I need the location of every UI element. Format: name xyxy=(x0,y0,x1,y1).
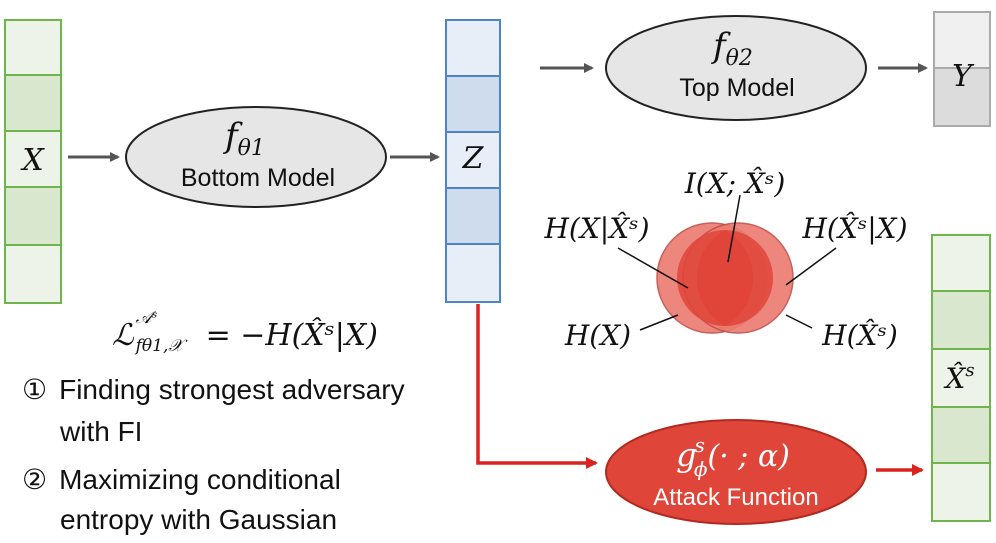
step-2-line1: Maximizing conditional xyxy=(59,464,341,495)
loss-rhs: = −H(X̂ˢ|X) xyxy=(205,318,378,353)
input-x-stack: X xyxy=(4,19,62,304)
venn-diagram: I(X; X̂ˢ) H(X|X̂ˢ) H(X̂ˢ|X) H(X) H(X̂ˢ) xyxy=(544,167,908,352)
venn-h-xhat-given: H(X̂ˢ|X) xyxy=(802,212,908,245)
venn-intersection xyxy=(677,230,773,326)
venn-h-x-given: H(X|X̂ˢ) xyxy=(544,212,650,245)
step-2-cont: entropy with Gaussian xyxy=(60,500,337,540)
latent-z-stack: Z xyxy=(445,19,501,303)
bottom-model-label: Bottom Model xyxy=(181,164,335,192)
step-2: ② Maximizing conditional xyxy=(22,460,341,500)
venn-h-xhat: H(X̂ˢ) xyxy=(821,319,898,352)
attack-label: Attack Function xyxy=(653,484,818,511)
step-1-line2: with FI xyxy=(60,416,143,447)
recon-xhat-stack: X̂s xyxy=(931,234,991,522)
recon-xhat-label: X̂s xyxy=(943,360,974,395)
arrow-z-to-attack xyxy=(476,304,598,469)
output-y-label: Y xyxy=(952,59,975,94)
loss-sup: 𝒜ˢ xyxy=(135,308,158,328)
loss-symbol: ℒ xyxy=(112,318,134,353)
output-y-stack: Y xyxy=(933,11,991,127)
venn-h-x: H(X) xyxy=(564,319,631,352)
bottom-model: fθ1 Bottom Model xyxy=(125,106,387,208)
step-2-line2: entropy with Gaussian xyxy=(60,504,338,535)
latent-z-label: Z xyxy=(462,141,485,176)
venn-mutual-info: I(X; X̂ˢ) xyxy=(684,167,786,200)
step-2-num: ② xyxy=(22,464,48,495)
top-model-label: Top Model xyxy=(679,74,794,102)
step-1: ① Finding strongest adversary xyxy=(22,370,405,410)
step-1-num: ① xyxy=(22,374,48,405)
step-1-cont: with FI xyxy=(60,412,142,452)
loss-sub: fθ1,𝒳 xyxy=(135,336,183,356)
step-1-line1: Finding strongest adversary xyxy=(59,374,405,405)
input-x-label: X xyxy=(20,143,45,178)
top-model: fθ2 Top Model xyxy=(605,15,867,121)
